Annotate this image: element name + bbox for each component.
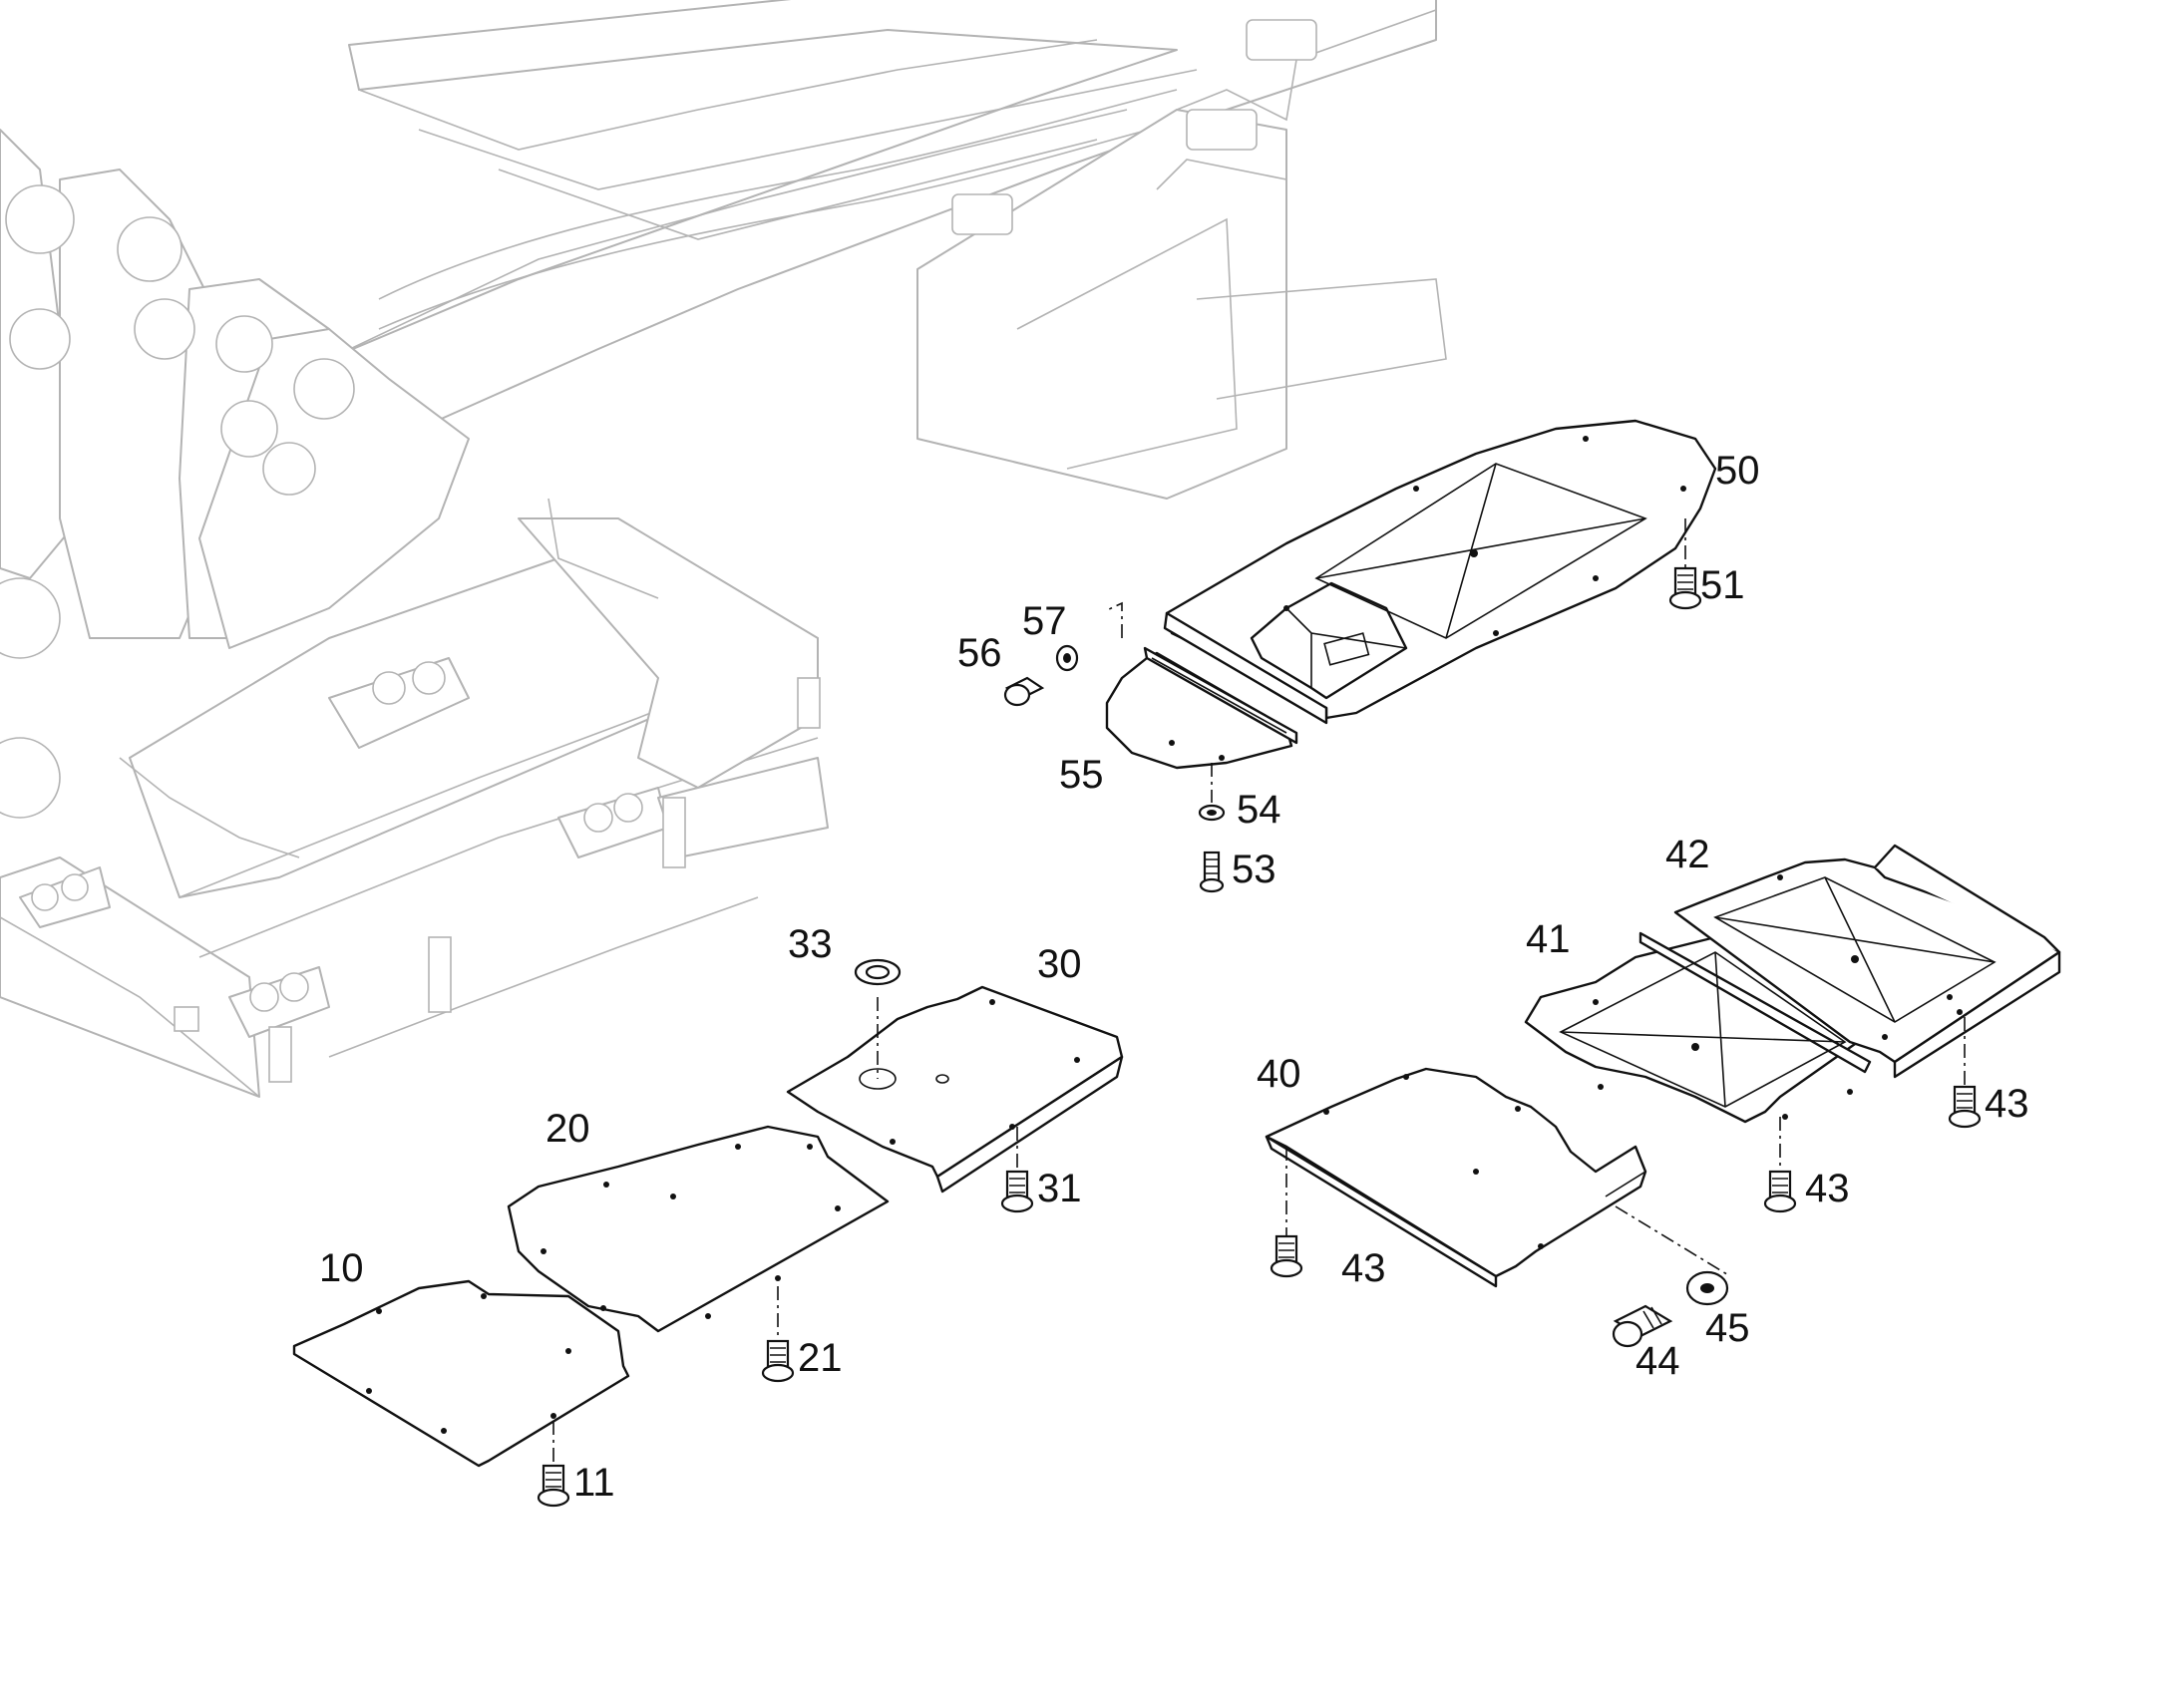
- callout-21: 21: [798, 1336, 843, 1380]
- callout-10: 10: [319, 1246, 364, 1290]
- bolt-56: [1003, 676, 1045, 707]
- part-55-flap: [1105, 601, 1298, 803]
- bolt-11: [537, 1464, 570, 1508]
- callout-30: 30: [1037, 942, 1082, 986]
- bolt-43-left: [1270, 1234, 1303, 1278]
- callout-43-middle: 43: [1805, 1167, 1850, 1210]
- callout-20: 20: [545, 1107, 590, 1151]
- callout-54: 54: [1237, 788, 1281, 832]
- part-30-panel: [786, 985, 1124, 1194]
- washer-57: [1055, 644, 1079, 672]
- grommet-33: [854, 958, 902, 986]
- machine-frame-drawing: [0, 0, 1447, 1098]
- callout-43-left: 43: [1341, 1246, 1386, 1290]
- part-40-panel: [1265, 1067, 1731, 1288]
- washer-45: [1685, 1270, 1729, 1306]
- callout-44: 44: [1635, 1339, 1680, 1383]
- bolt-43-middle: [1763, 1170, 1797, 1213]
- washer-54: [1198, 804, 1226, 822]
- callout-41: 41: [1526, 917, 1571, 961]
- callout-11: 11: [573, 1461, 615, 1505]
- callout-57: 57: [1022, 599, 1067, 643]
- part-42-panel: [1673, 844, 2061, 1097]
- bolt-31: [1000, 1170, 1034, 1213]
- bolt-44: [1612, 1304, 1673, 1348]
- part-20-panel: [507, 1125, 890, 1371]
- callout-51: 51: [1700, 563, 1745, 607]
- callout-31: 31: [1037, 1167, 1082, 1210]
- callout-33: 33: [788, 922, 833, 966]
- part-50-cover: [1163, 419, 1717, 725]
- bolt-21: [761, 1339, 795, 1383]
- callout-43-right: 43: [1985, 1082, 2029, 1126]
- bolt-53: [1199, 851, 1225, 893]
- callout-56: 56: [957, 631, 1002, 675]
- callout-labels: 10 11 20 21 30 31 33 40 41 42 43 43 43 4…: [319, 449, 2029, 1505]
- bolt-43-right: [1948, 1085, 1982, 1129]
- callout-53: 53: [1232, 848, 1276, 891]
- callout-55: 55: [1059, 753, 1104, 797]
- callout-50: 50: [1715, 449, 1760, 493]
- callout-45: 45: [1705, 1306, 1750, 1350]
- callout-40: 40: [1257, 1052, 1301, 1096]
- part-10-panel: [292, 1279, 630, 1491]
- bolt-51: [1668, 566, 1702, 610]
- callout-42: 42: [1665, 833, 1710, 876]
